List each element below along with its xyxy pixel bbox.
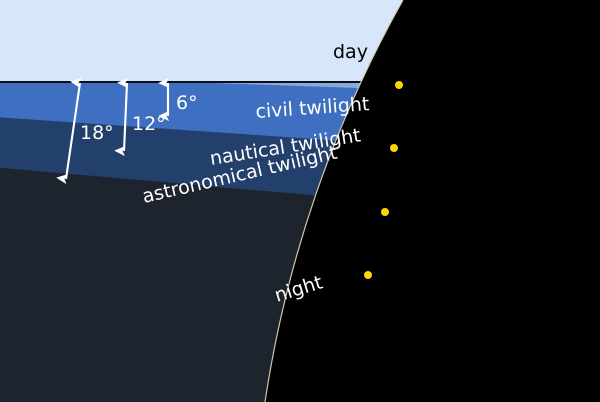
- angle-6-label: 6°: [176, 92, 198, 114]
- angle-18-label: 18°: [80, 122, 114, 144]
- angle-12-arrow: [114, 78, 129, 157]
- angle-12-label: 12°: [132, 113, 166, 135]
- zone-label-day: day: [333, 41, 368, 63]
- boundary-markers: [364, 81, 403, 279]
- angle-18-arrow: [56, 78, 82, 185]
- marker-astronomical-night: [364, 271, 372, 279]
- marker-horizon: [395, 81, 403, 89]
- marker-nautical-astronomical: [381, 208, 389, 216]
- earth-limb-arc: [264, 0, 404, 402]
- marker-civil-nautical: [390, 144, 398, 152]
- angle-indicators: [56, 77, 170, 185]
- zone-day: [0, 0, 403, 82]
